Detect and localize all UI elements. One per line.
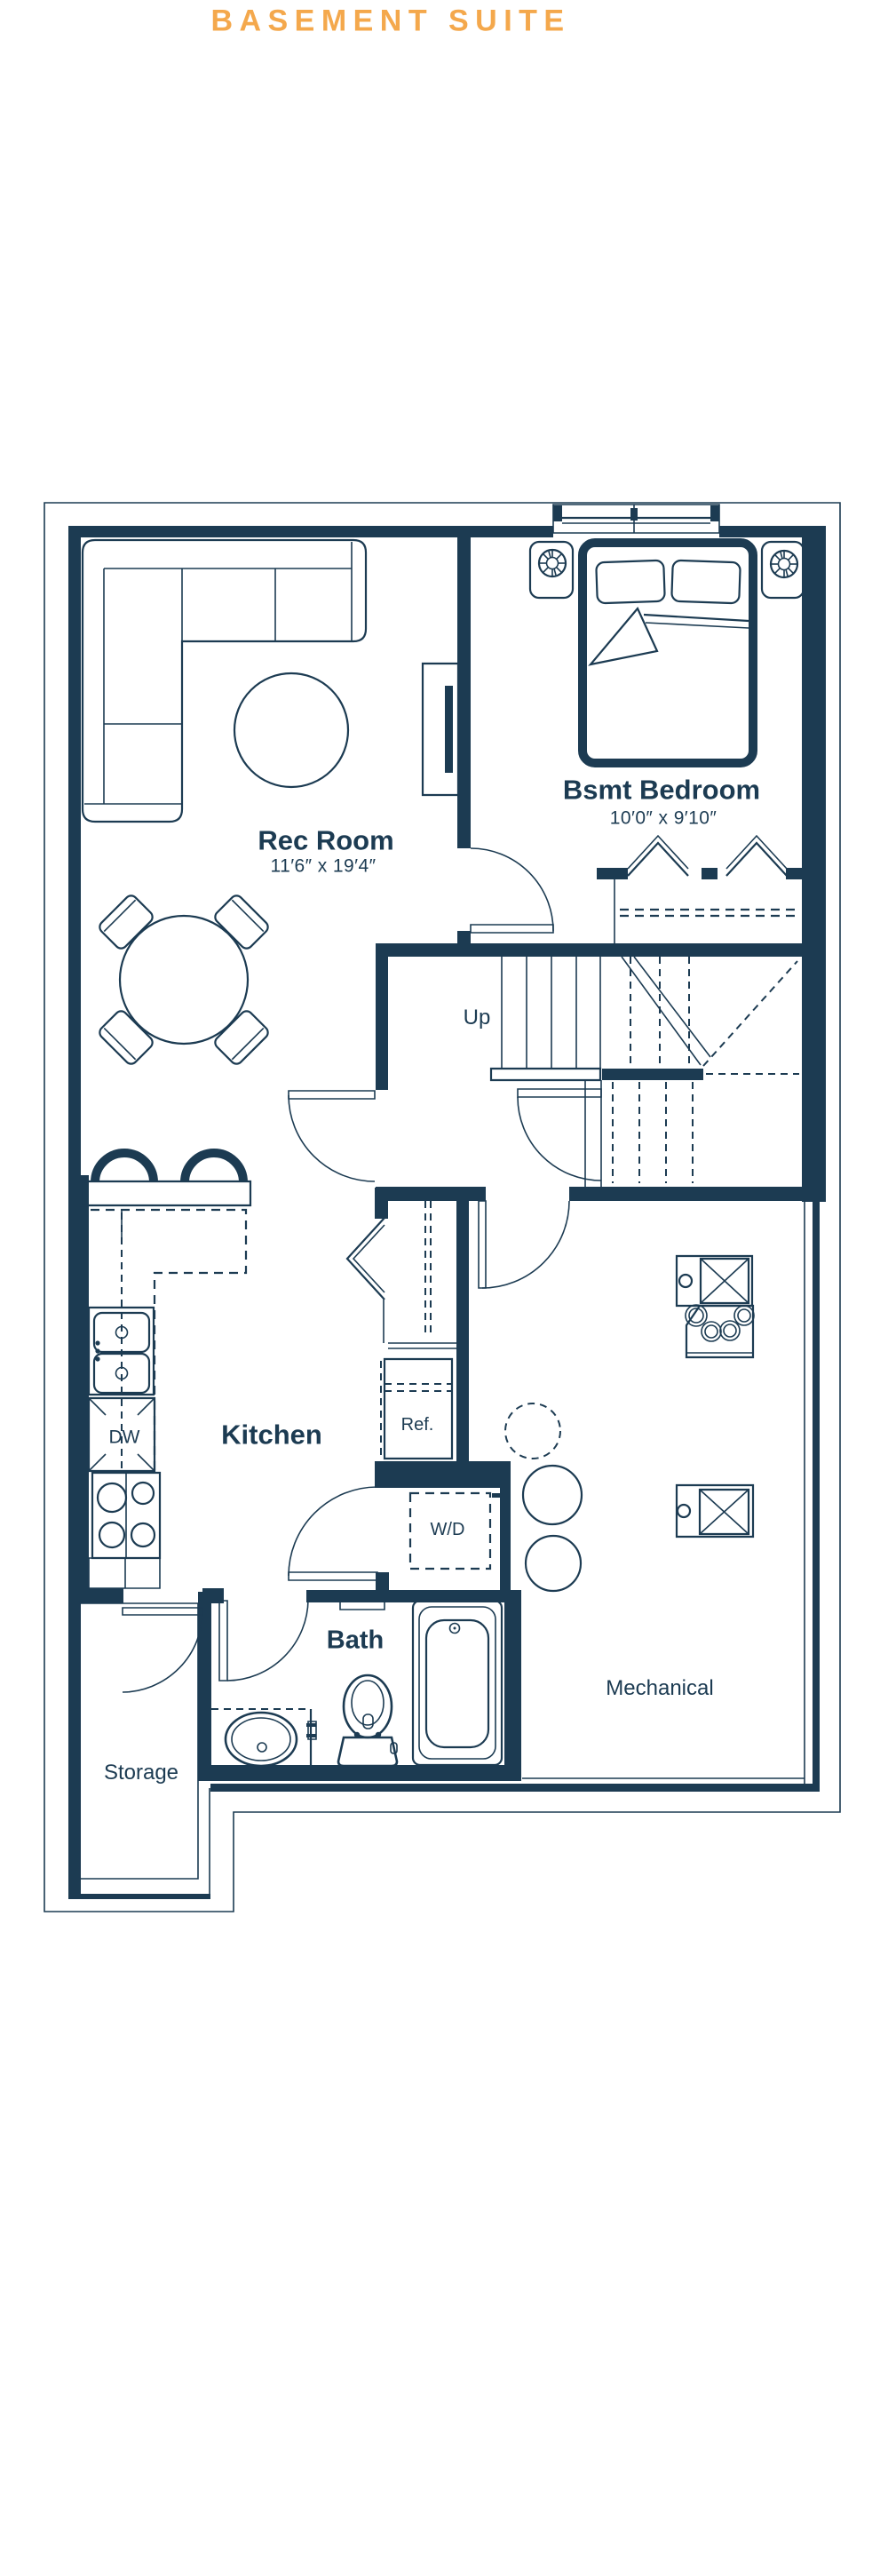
dishwasher	[89, 1398, 155, 1471]
dining-set	[96, 892, 272, 1068]
bath-vanity	[211, 1709, 316, 1766]
rec-room-label: Rec Room	[258, 824, 394, 856]
dishwasher-label: DW	[108, 1427, 140, 1448]
left-nightstand	[530, 542, 573, 598]
range-stove	[92, 1473, 160, 1558]
washer-dryer-symbol	[410, 1491, 505, 1569]
dining-table	[120, 916, 248, 1044]
kitchen-label: Kitchen	[221, 1419, 322, 1451]
furnace-lower	[677, 1485, 753, 1537]
stairs-up-label: Up	[463, 1006, 491, 1030]
sectional-sofa	[83, 540, 366, 822]
outer-foundation-line	[44, 503, 840, 1912]
bath-label: Bath	[326, 1626, 385, 1655]
understair-door	[518, 1089, 601, 1181]
washer-dryer-label: W/D	[430, 1520, 465, 1539]
ottoman	[234, 673, 348, 787]
storage-room-outline	[80, 1603, 198, 1879]
kitchen-counter-lines	[91, 1210, 246, 1473]
bedroom-label: Bsmt Bedroom	[562, 774, 761, 806]
kitchen-sink	[89, 1308, 154, 1395]
bar-stool	[95, 1153, 154, 1182]
bath-door	[219, 1600, 385, 1681]
staircase	[491, 957, 799, 1187]
storage-label: Storage	[103, 1761, 179, 1785]
bed	[583, 543, 753, 763]
water-heaters	[505, 1403, 582, 1591]
bedroom-window	[553, 505, 719, 533]
walls	[68, 526, 826, 1899]
hall-closet-door	[347, 1201, 456, 1348]
washer-dryer-door	[289, 1487, 377, 1580]
refrigerator-label: Ref.	[400, 1415, 434, 1435]
right-nightstand	[762, 542, 804, 598]
storage-door	[123, 1608, 202, 1692]
kitchen-base-cabinet	[89, 1558, 160, 1588]
rec-room-door	[289, 1091, 375, 1181]
foundation-lines	[210, 1202, 805, 1894]
page-title: BASEMENT SUITE	[210, 4, 571, 38]
bathtub	[413, 1601, 502, 1765]
mechanical-door	[479, 1201, 569, 1288]
refrigerator-symbol	[381, 1359, 452, 1459]
bar-stool	[185, 1153, 243, 1182]
bedroom-closet-bifold-doors	[614, 836, 797, 943]
tv-console	[423, 664, 458, 795]
furnace-upper	[677, 1256, 754, 1357]
mechanical-label: Mechanical	[606, 1676, 714, 1700]
bedroom-door	[471, 848, 553, 933]
bedroom-dimensions: 10′0″ x 9′10″	[609, 807, 718, 829]
rec-room-dimensions: 11′6″ x 19′4″	[270, 855, 377, 877]
kitchen-peninsula	[81, 1153, 250, 1205]
toilet	[338, 1675, 397, 1766]
